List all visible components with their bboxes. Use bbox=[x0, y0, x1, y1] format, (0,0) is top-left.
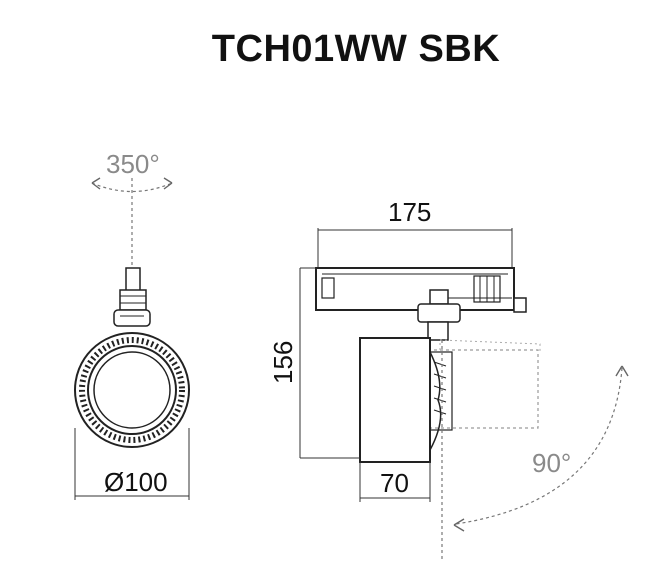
lens bbox=[93, 351, 171, 429]
adapter-top-block bbox=[125, 267, 141, 293]
rotation-angle-label: 350° bbox=[106, 149, 160, 179]
stem-collar bbox=[417, 303, 461, 323]
track-width-label: 175 bbox=[388, 197, 431, 227]
lamp-head-body bbox=[359, 337, 431, 463]
front-view: 350° Ø100 bbox=[74, 149, 190, 500]
tilt-arrow-bottom bbox=[453, 518, 465, 532]
rotation-arrow-right bbox=[163, 177, 173, 190]
side-view: 175 156 bbox=[268, 197, 629, 560]
head-width-label: 70 bbox=[380, 468, 409, 498]
adapter-collar bbox=[113, 309, 151, 327]
head-yoke bbox=[429, 351, 453, 431]
diameter-label: Ø100 bbox=[104, 467, 168, 497]
rotation-arrow-left bbox=[91, 177, 101, 190]
stem-neck bbox=[427, 321, 449, 341]
adapter-end-tab bbox=[513, 297, 527, 313]
stem-top bbox=[429, 289, 449, 305]
head-fin-profile bbox=[429, 351, 442, 451]
tilt-arrow-top bbox=[615, 365, 629, 377]
tilt-arc bbox=[455, 367, 623, 525]
adapter-mid-block bbox=[119, 289, 147, 311]
height-label: 156 bbox=[268, 341, 298, 384]
rotation-arc bbox=[91, 182, 173, 193]
tilt-angle-label: 90° bbox=[532, 448, 571, 478]
head-inner-ring bbox=[87, 345, 177, 435]
product-title: TCH01WW SBK bbox=[211, 28, 501, 70]
heat-sink-fins bbox=[79, 337, 185, 443]
